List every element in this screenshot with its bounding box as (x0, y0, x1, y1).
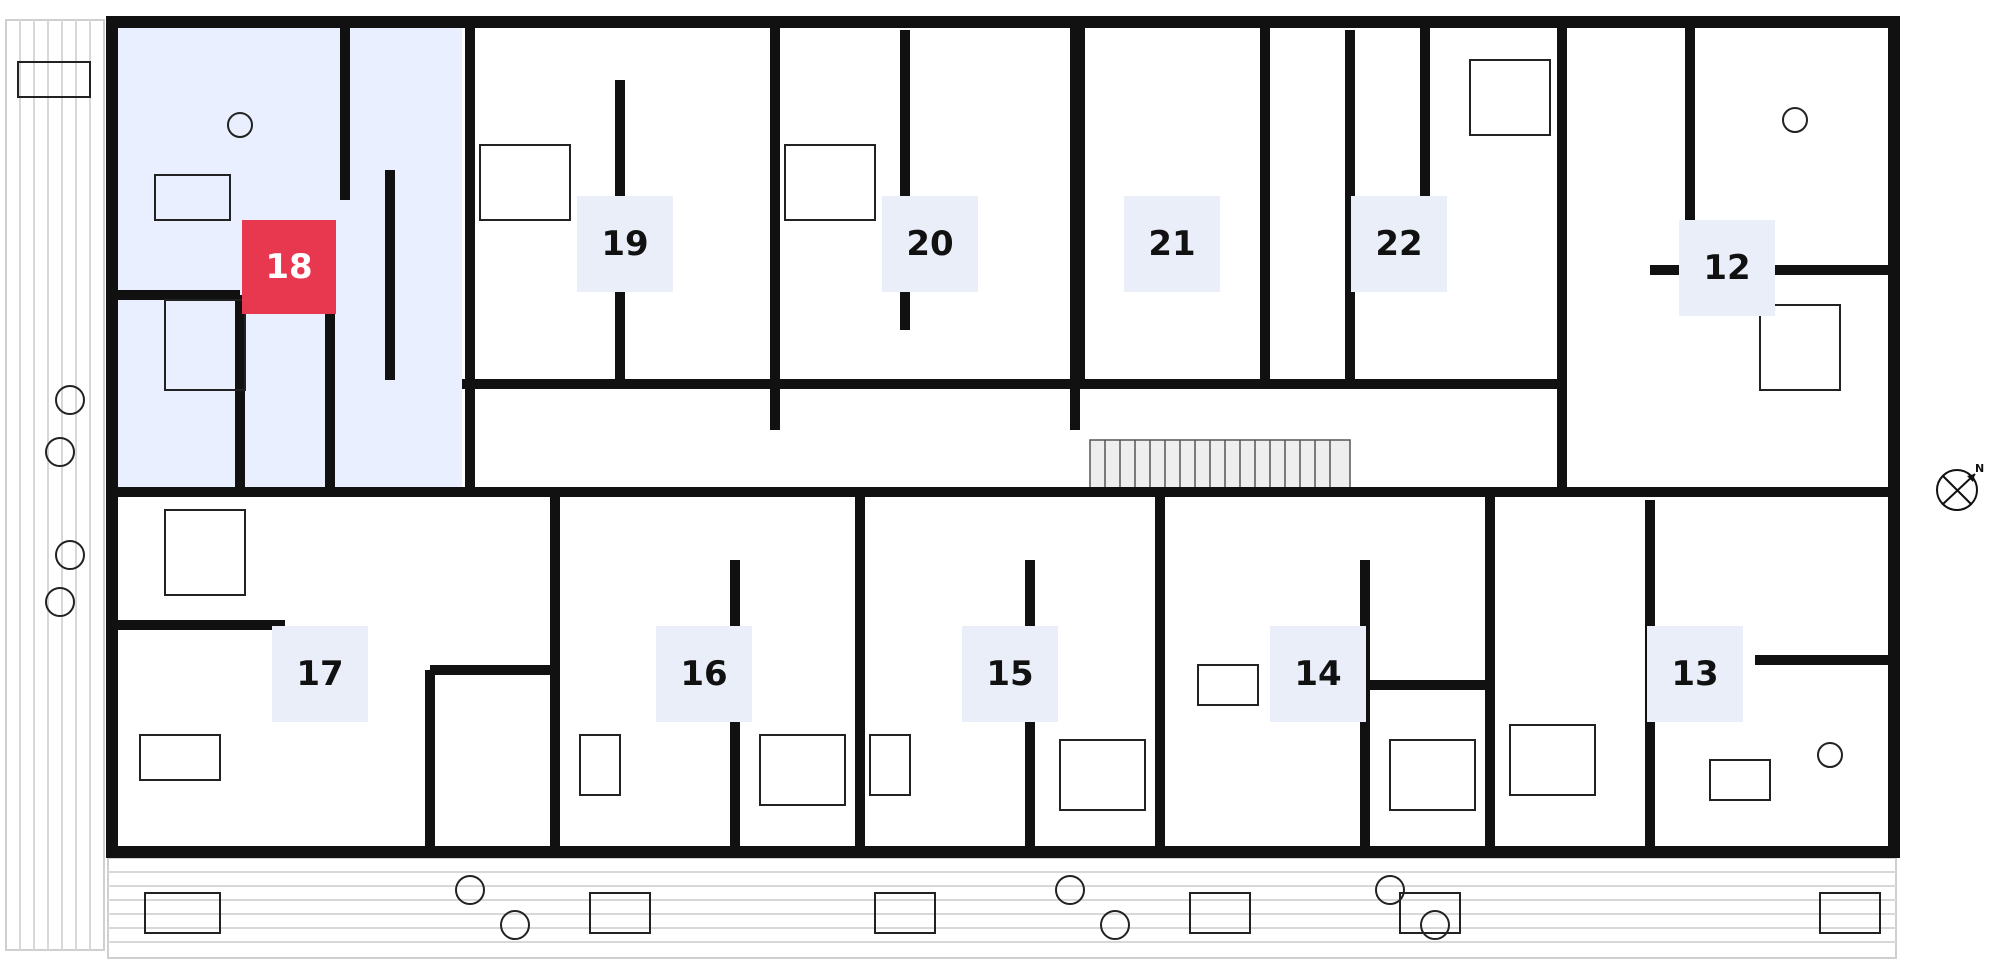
terrace-furniture (17, 61, 1881, 940)
furniture (139, 59, 1843, 811)
corridor (462, 385, 1562, 495)
unit-label-14[interactable]: 14 (1270, 626, 1366, 722)
unit-label-20[interactable]: 20 (882, 196, 978, 292)
unit-label-19[interactable]: 19 (577, 196, 673, 292)
unit-label-15[interactable]: 15 (962, 626, 1058, 722)
unit-label-21[interactable]: 21 (1124, 196, 1220, 292)
terrace-west (5, 19, 105, 951)
unit-label-12[interactable]: 12 (1679, 220, 1775, 316)
unit-label-22[interactable]: 22 (1351, 196, 1447, 292)
north-arrow-icon: N (1936, 462, 1984, 511)
compass-label: N (1975, 462, 1984, 475)
unit-label-16[interactable]: 16 (656, 626, 752, 722)
terrace-south (107, 857, 1897, 959)
exterior-walls (106, 16, 1900, 858)
unit-label-18[interactable]: 18 (242, 220, 336, 314)
unit-label-17[interactable]: 17 (272, 626, 368, 722)
unit-label-13[interactable]: 13 (1647, 626, 1743, 722)
stairs (1089, 439, 1351, 496)
